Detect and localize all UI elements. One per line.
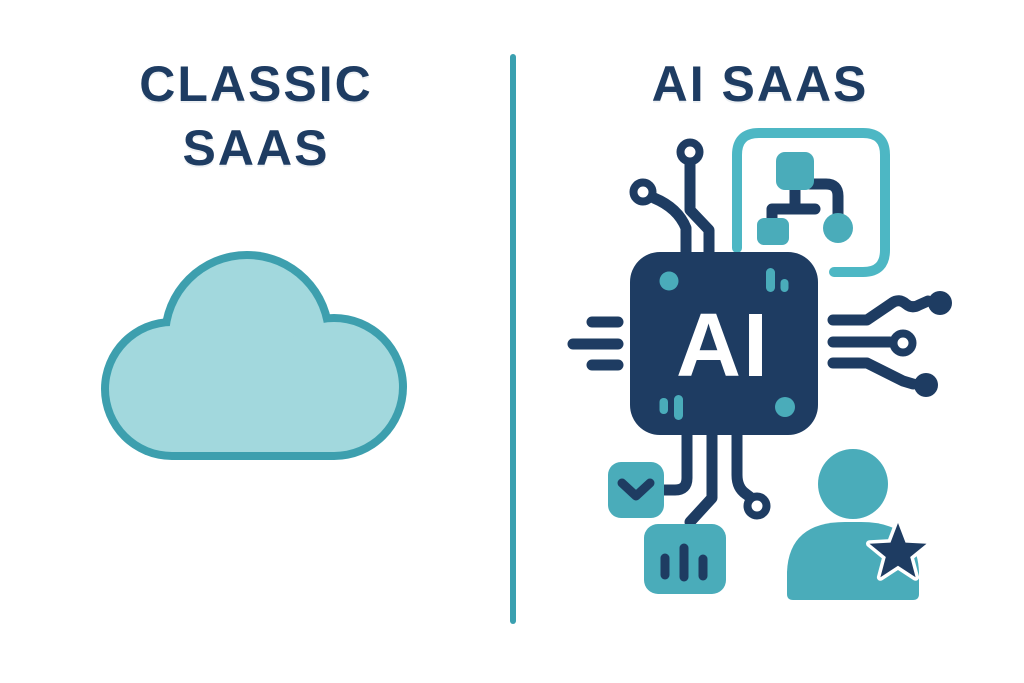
chip-dot-bottom-right: [775, 397, 795, 417]
flowchart-node-circle: [823, 213, 853, 243]
flowchart-icon: [757, 152, 853, 245]
circuit-trace-bottom-icon: [658, 428, 771, 528]
chip-pin-top-right-2: [780, 279, 789, 292]
flowchart-frame: [732, 128, 890, 277]
ai-chip-icon: AI: [630, 252, 818, 435]
star-icon: [866, 519, 930, 581]
chip-body: [630, 252, 818, 435]
ai-saas-title: AI SAAS: [651, 56, 869, 112]
cloud-icon: [101, 251, 407, 460]
cloud-fill: [109, 259, 399, 452]
chip-pin-bottom-left-2: [674, 395, 683, 420]
bar-chart-icon: [644, 524, 726, 594]
user-head: [818, 449, 888, 519]
chip-pin-top-right-1: [766, 268, 775, 292]
circuit-trace-top-icon: [629, 138, 715, 259]
chevron-down-icon: [617, 478, 655, 501]
speed-lines-icon: [567, 316, 624, 371]
user-star-icon: [787, 449, 930, 600]
checkbox-icon: [608, 462, 664, 518]
classic-saas-title: CLASSIC SAAS: [0, 52, 512, 180]
flowchart-node-left: [757, 218, 789, 245]
chip-label: AI: [676, 296, 770, 396]
chip-pin-bottom-left-1: [659, 398, 668, 414]
chip-dot-top-left: [659, 271, 679, 291]
flowchart-node-top: [776, 152, 814, 190]
classic-saas-title-line1: CLASSIC: [139, 56, 373, 112]
classic-saas-title-line2: SAAS: [182, 120, 330, 176]
circuit-trace-right-icon: [827, 291, 952, 397]
